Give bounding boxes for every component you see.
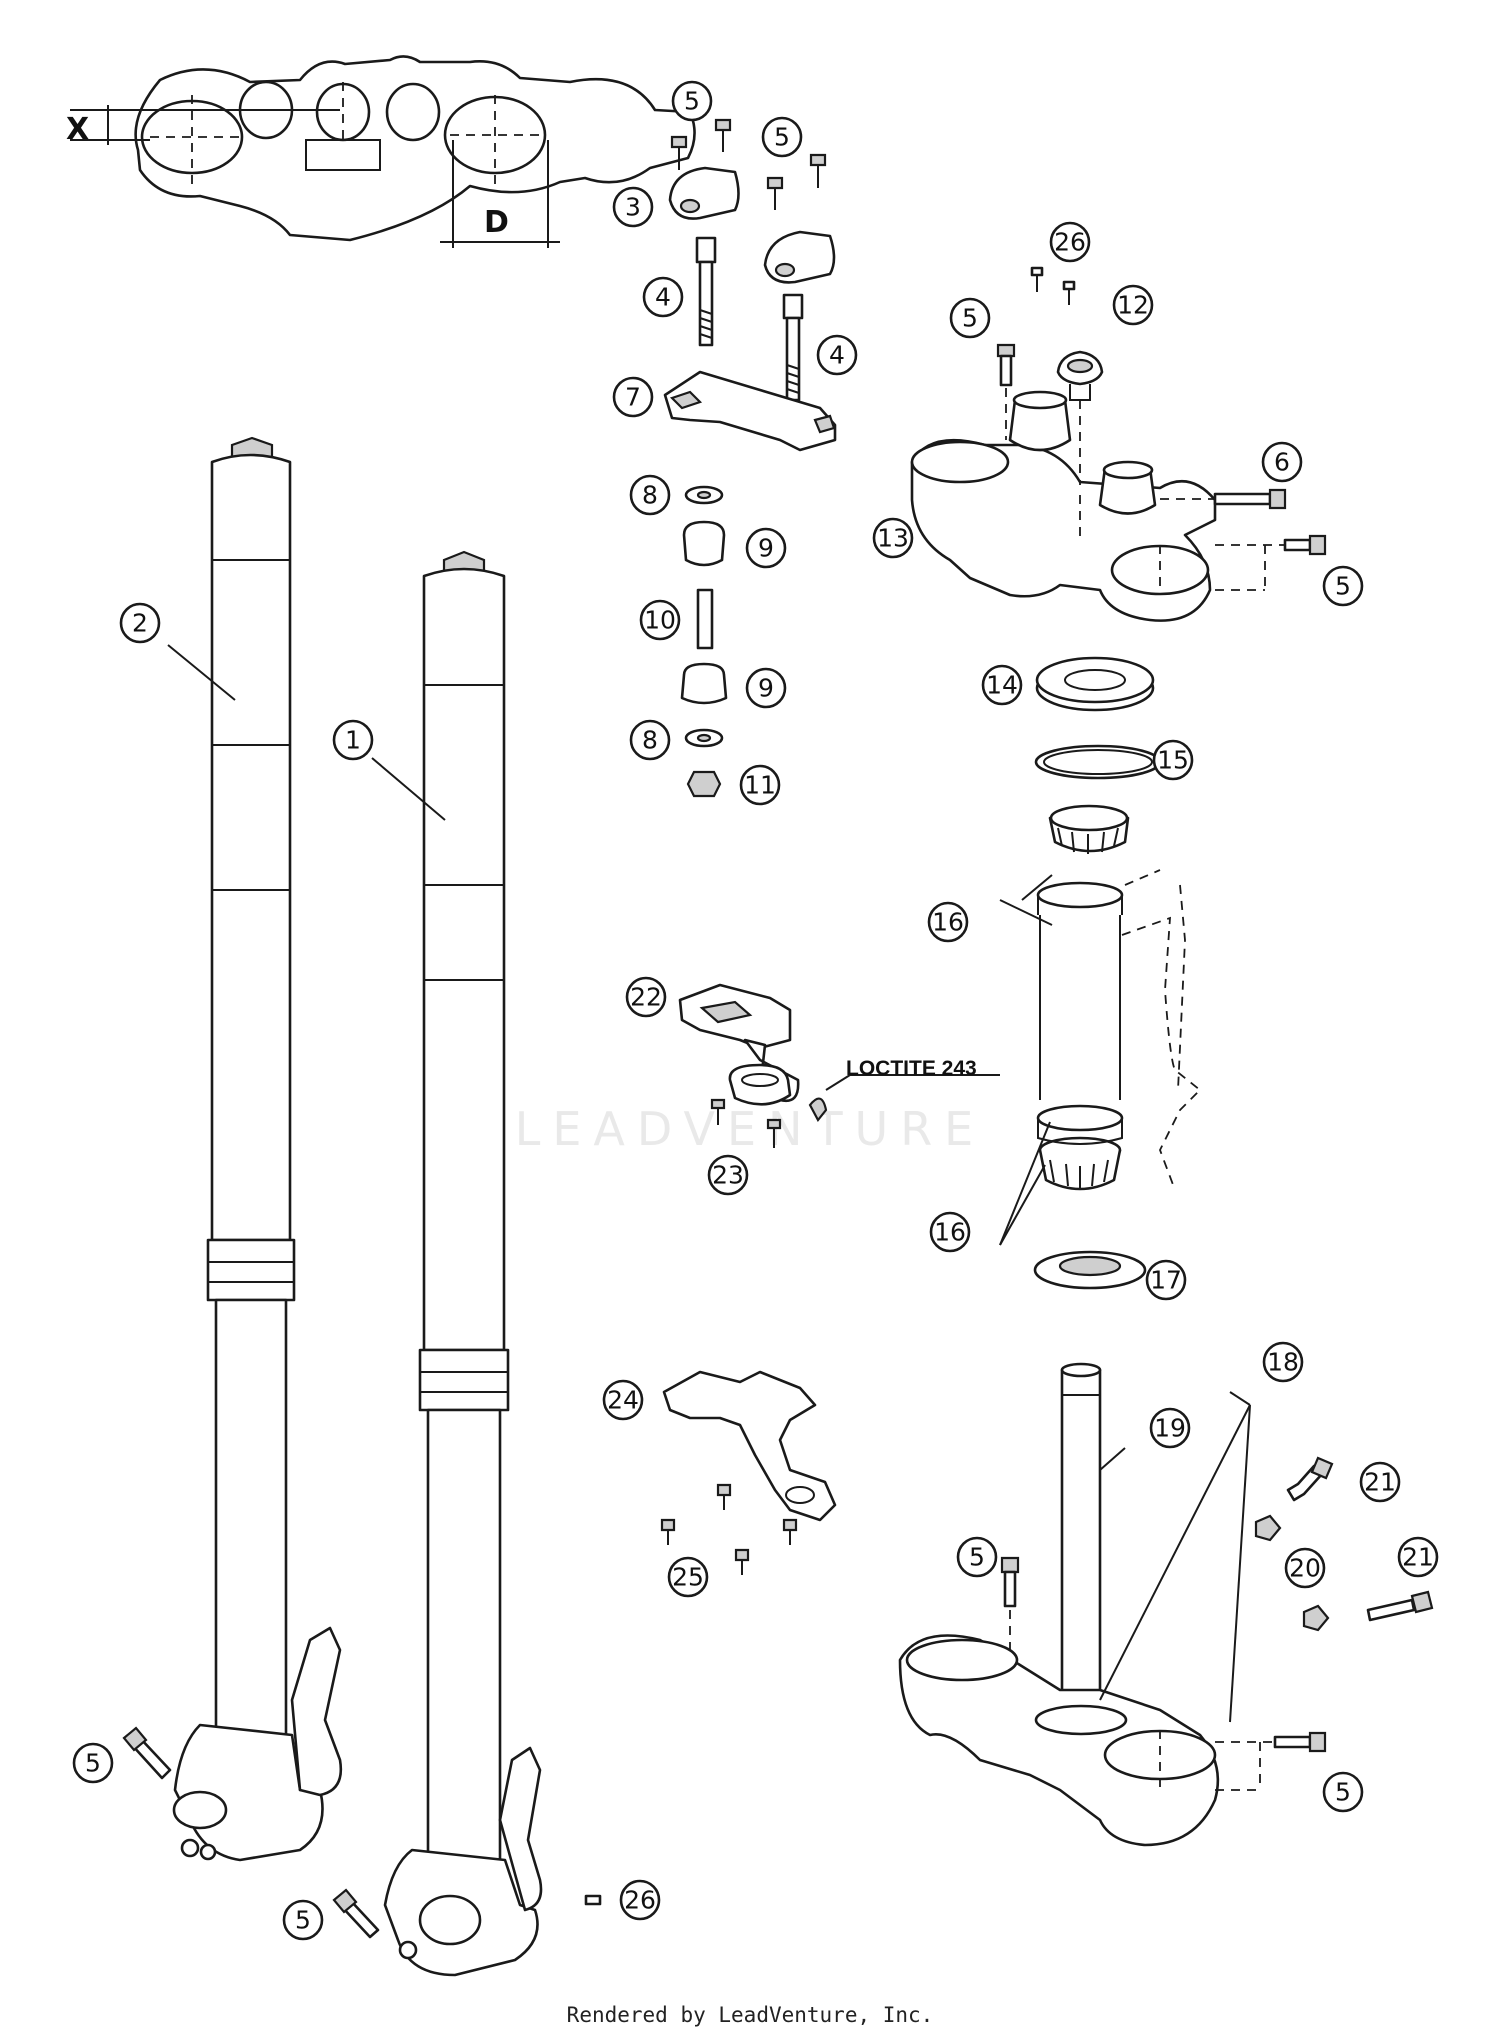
callout-15: 15	[1152, 739, 1194, 781]
callout-5h: 5	[1322, 1771, 1364, 1813]
dimension-d-label: D	[484, 205, 509, 240]
callout-16a-label: 16	[932, 908, 964, 937]
callout-26a-label: 26	[1054, 228, 1086, 257]
callout-5a: 5	[671, 80, 713, 122]
callout-7-label: 7	[625, 383, 641, 412]
callout-14-label: 14	[986, 671, 1018, 700]
steering-bearings	[1033, 656, 1202, 1290]
callout-4a: 4	[642, 276, 684, 318]
leader-lines	[167, 644, 1251, 1723]
callout-21b: 21	[1397, 1536, 1439, 1578]
callout-26b-label: 26	[624, 1886, 656, 1915]
callout-18: 18	[1262, 1341, 1304, 1383]
callout-18-label: 18	[1267, 1348, 1299, 1377]
upper-triple-clamp	[910, 266, 1327, 622]
callout-8a: 8	[629, 474, 671, 516]
callout-2: 2	[119, 602, 161, 644]
dimension-x-label: X	[66, 112, 89, 147]
callout-17: 17	[1145, 1259, 1187, 1301]
callout-16b: 16	[929, 1211, 971, 1253]
loctite-annotation: LOCTITE 243	[846, 1057, 977, 1080]
callout-24-label: 24	[607, 1386, 639, 1415]
callout-11-label: 11	[744, 771, 776, 800]
callout-17-label: 17	[1150, 1266, 1182, 1295]
callout-1-label: 1	[345, 726, 361, 755]
callout-12: 12	[1112, 284, 1154, 326]
callout-9b: 9	[745, 667, 787, 709]
callout-4b-label: 4	[829, 341, 845, 370]
callout-7: 7	[612, 376, 654, 418]
callout-19: 19	[1149, 1407, 1191, 1449]
callout-12-label: 12	[1117, 291, 1149, 320]
callout-4b: 4	[816, 334, 858, 376]
callout-14: 14	[981, 664, 1023, 706]
callout-5f-label: 5	[295, 1906, 311, 1935]
fork-leg-right	[383, 550, 543, 1977]
fork-leg-left	[172, 436, 343, 1862]
callout-21a: 21	[1359, 1461, 1401, 1503]
callout-9b-label: 9	[758, 674, 774, 703]
callout-9a-label: 9	[758, 534, 774, 563]
callout-6-label: 6	[1274, 448, 1290, 477]
callout-5e: 5	[72, 1742, 114, 1784]
callout-25-label: 25	[672, 1563, 704, 1592]
callout-10: 10	[639, 599, 681, 641]
callout-15-label: 15	[1157, 746, 1189, 775]
watermark: LEADVENTURE	[515, 1102, 986, 1156]
fork-guide	[678, 983, 828, 1148]
callout-20-label: 20	[1289, 1554, 1321, 1583]
callout-13: 13	[872, 517, 914, 559]
fork-foot-bolts	[122, 1726, 602, 1939]
callout-26b: 26	[619, 1879, 661, 1921]
callout-16a: 16	[927, 901, 969, 943]
callout-22-label: 22	[630, 983, 662, 1012]
callout-2-label: 2	[132, 609, 148, 638]
callout-3: 3	[612, 186, 654, 228]
callout-8b: 8	[629, 719, 671, 761]
callout-20: 20	[1284, 1547, 1326, 1589]
callout-9a: 9	[745, 527, 787, 569]
callout-8a-label: 8	[642, 481, 658, 510]
lower-triple-clamp	[898, 1362, 1434, 1847]
clamp-dimension-view: X D	[66, 55, 696, 248]
callout-16b-label: 16	[934, 1218, 966, 1247]
callout-11: 11	[739, 764, 781, 806]
callout-8b-label: 8	[642, 726, 658, 755]
handlebar-clamp-parts	[663, 118, 837, 798]
callout-13-label: 13	[877, 524, 909, 553]
callout-5c-label: 5	[962, 304, 978, 333]
callout-22: 22	[625, 976, 667, 1018]
callout-25: 25	[667, 1556, 709, 1598]
callout-1: 1	[332, 719, 374, 761]
callout-23: 23	[707, 1154, 749, 1196]
callout-5b-label: 5	[774, 123, 790, 152]
callout-5e-label: 5	[85, 1749, 101, 1778]
callout-5g: 5	[956, 1536, 998, 1578]
callout-6: 6	[1261, 441, 1303, 483]
callout-10-label: 10	[644, 606, 676, 635]
callout-5c: 5	[949, 297, 991, 339]
callout-5b: 5	[761, 116, 803, 158]
callout-26a: 26	[1049, 221, 1091, 263]
callout-21a-label: 21	[1364, 1468, 1396, 1497]
callout-5a-label: 5	[684, 87, 700, 116]
callout-5d-label: 5	[1335, 572, 1351, 601]
callout-24: 24	[602, 1379, 644, 1421]
callout-19-label: 19	[1154, 1414, 1186, 1443]
callout-5g-label: 5	[969, 1543, 985, 1572]
callout-4a-label: 4	[655, 283, 671, 312]
callout-3-label: 3	[625, 193, 641, 222]
callout-23-label: 23	[712, 1161, 744, 1190]
callout-5f: 5	[282, 1899, 324, 1941]
brake-line-holder	[660, 1370, 837, 1575]
callout-5h-label: 5	[1335, 1778, 1351, 1807]
callout-5d: 5	[1322, 565, 1364, 607]
footer-credit: Rendered by LeadVenture, Inc.	[567, 2003, 934, 2027]
callout-21b-label: 21	[1402, 1543, 1434, 1572]
